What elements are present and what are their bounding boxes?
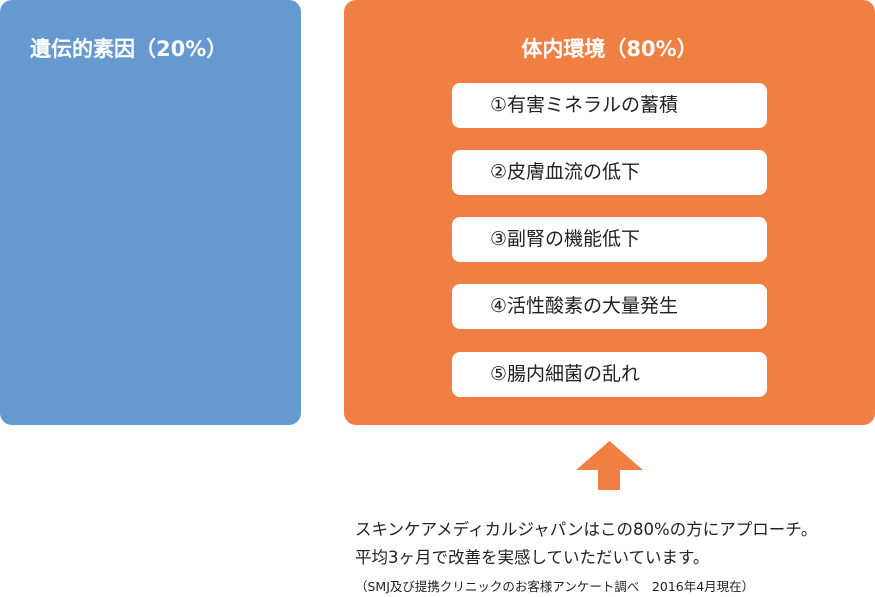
environment-item: ④活性酸素の大量発生 xyxy=(452,284,767,329)
environment-item: ③副腎の機能低下 xyxy=(452,217,767,262)
up-arrow-icon xyxy=(576,441,643,490)
genetic-factor-box: 遺伝的素因（20%） xyxy=(0,0,301,425)
improvement-note: 平均3ヶ月で改善を実感していただいています。 xyxy=(355,548,710,567)
environment-item: ⑤腸内細菌の乱れ xyxy=(452,352,767,397)
body-environment-title: 体内環境（80%） xyxy=(521,37,698,61)
environment-item: ①有害ミネラルの蓄積 xyxy=(452,83,767,128)
survey-source-note: （SMJ及び提携クリニックのお客様アンケート調べ 2016年4月現在） xyxy=(355,579,755,594)
body-environment-box: 体内環境（80%） ①有害ミネラルの蓄積 ②皮膚血流の低下 ③副腎の機能低下 ④… xyxy=(344,0,875,425)
approach-note: スキンケアメディカルジャパンはこの80%の方にアプローチ。 xyxy=(355,520,818,539)
environment-item: ②皮膚血流の低下 xyxy=(452,150,767,195)
genetic-factor-title: 遺伝的素因（20%） xyxy=(30,37,228,61)
